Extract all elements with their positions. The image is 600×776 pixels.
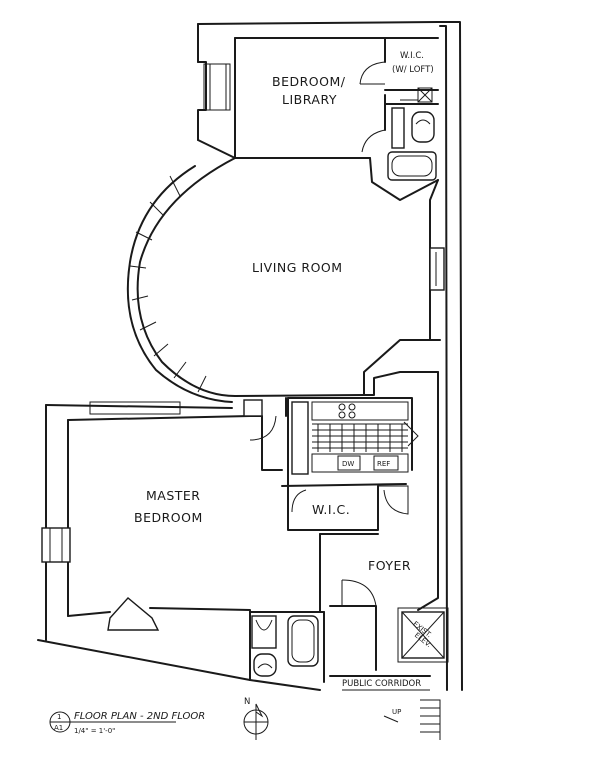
detail-number: 1 — [57, 713, 61, 721]
lower-bathroom — [249, 611, 325, 683]
existing-elevator — [397, 607, 449, 663]
bedroom-library-label-1: BEDROOM/ — [272, 74, 346, 89]
north-arrow — [243, 703, 269, 740]
upper-walk-in-closet — [384, 37, 439, 103]
living-room-bay-wall — [126, 157, 236, 403]
wic-upper-label-1: W.I.C. — [400, 51, 424, 61]
upper-bathroom — [369, 103, 439, 201]
stair-up-label: UP — [392, 708, 401, 716]
sheet-number: A1 — [54, 724, 63, 732]
public-corridor-label: PUBLIC CORRIDOR — [342, 679, 421, 689]
master-bedroom-label-2: BEDROOM — [134, 510, 203, 525]
ref-label: REF — [377, 460, 390, 468]
detail-bubble — [49, 711, 176, 733]
middle-walk-in-closet — [281, 483, 409, 531]
wic-middle-label: W.I.C. — [312, 502, 350, 517]
master-bedroom-label-1: MASTER — [146, 488, 201, 503]
foyer-label: FOYER — [368, 558, 411, 573]
kitchen-core — [287, 397, 419, 487]
drawing-scale: 1/4" = 1'-0" — [74, 727, 115, 735]
exterior-walls — [197, 21, 463, 691]
north-arrow-label: N — [244, 697, 250, 707]
living-room-label: LIVING ROOM — [252, 260, 343, 275]
property-line — [37, 639, 321, 691]
dw-label: DW — [342, 460, 354, 468]
drawing-title: FLOOR PLAN - 2ND FLOOR — [74, 711, 205, 722]
living-room-east-wall — [234, 179, 445, 397]
public-corridor — [329, 675, 441, 740]
bedroom-library-label-2: LIBRARY — [282, 92, 337, 107]
stair-treads — [312, 423, 408, 452]
wic-upper-label-2: (W/ LOFT) — [392, 65, 434, 75]
master-bedroom-room — [41, 397, 287, 681]
